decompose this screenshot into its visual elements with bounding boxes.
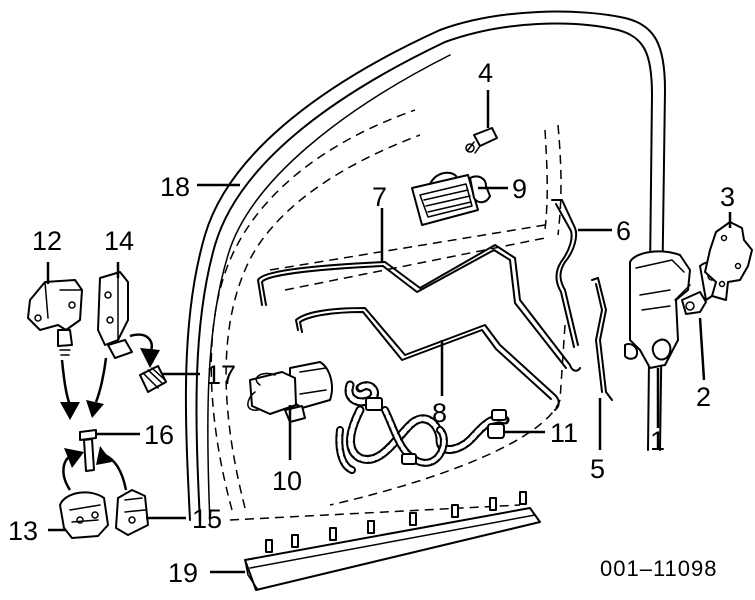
part-15-hinge-half <box>115 489 149 536</box>
callout-9: 9 <box>512 174 527 204</box>
callout-3: 3 <box>720 182 735 212</box>
door-frame-weatherstrip <box>184 10 666 525</box>
callout-8: 8 <box>432 398 447 428</box>
callout-17: 17 <box>206 360 236 390</box>
callout-labels: 1 2 3 4 5 6 7 8 9 10 11 12 13 14 15 16 1… <box>8 58 735 588</box>
assembly-arrows <box>60 333 160 491</box>
part-16-hinge-pin <box>79 429 97 472</box>
callout-12: 12 <box>32 226 62 256</box>
callout-13: 13 <box>8 516 38 546</box>
callout-18: 18 <box>160 172 190 202</box>
part-14-lower-hinge <box>97 271 133 359</box>
callout-19: 19 <box>168 558 198 588</box>
part-12-upper-hinge <box>27 279 83 356</box>
callout-5: 5 <box>590 454 605 484</box>
part-19-rocker-molding <box>244 491 541 591</box>
callout-10: 10 <box>272 466 302 496</box>
part-13-hinge-half <box>59 491 109 539</box>
callout-1: 1 <box>650 426 665 456</box>
callout-15: 15 <box>192 504 222 534</box>
callout-7: 7 <box>372 182 387 212</box>
part-3-striker-plate <box>704 221 753 301</box>
leader-lines <box>46 90 732 574</box>
part-9-outside-handle <box>411 171 491 226</box>
callout-16: 16 <box>144 420 174 450</box>
part-17-spring <box>139 365 167 393</box>
part-5-rod <box>591 277 613 401</box>
part-11-wiring-harness <box>335 380 510 474</box>
part-6-rod <box>551 199 579 348</box>
part-1-door-latch <box>624 250 691 369</box>
rocker-molding-clips <box>265 491 527 553</box>
part-8-release-rod <box>295 307 560 411</box>
callout-2: 2 <box>696 382 711 412</box>
callout-6: 6 <box>616 216 631 246</box>
part-7-lock-rod <box>257 244 581 372</box>
callout-4: 4 <box>478 58 493 88</box>
part-4-bolt <box>465 127 498 154</box>
part-10-lock-actuator <box>247 361 333 423</box>
callout-11: 11 <box>550 418 578 448</box>
reference-code: 001–11098 <box>600 556 718 581</box>
callout-14: 14 <box>104 226 134 256</box>
